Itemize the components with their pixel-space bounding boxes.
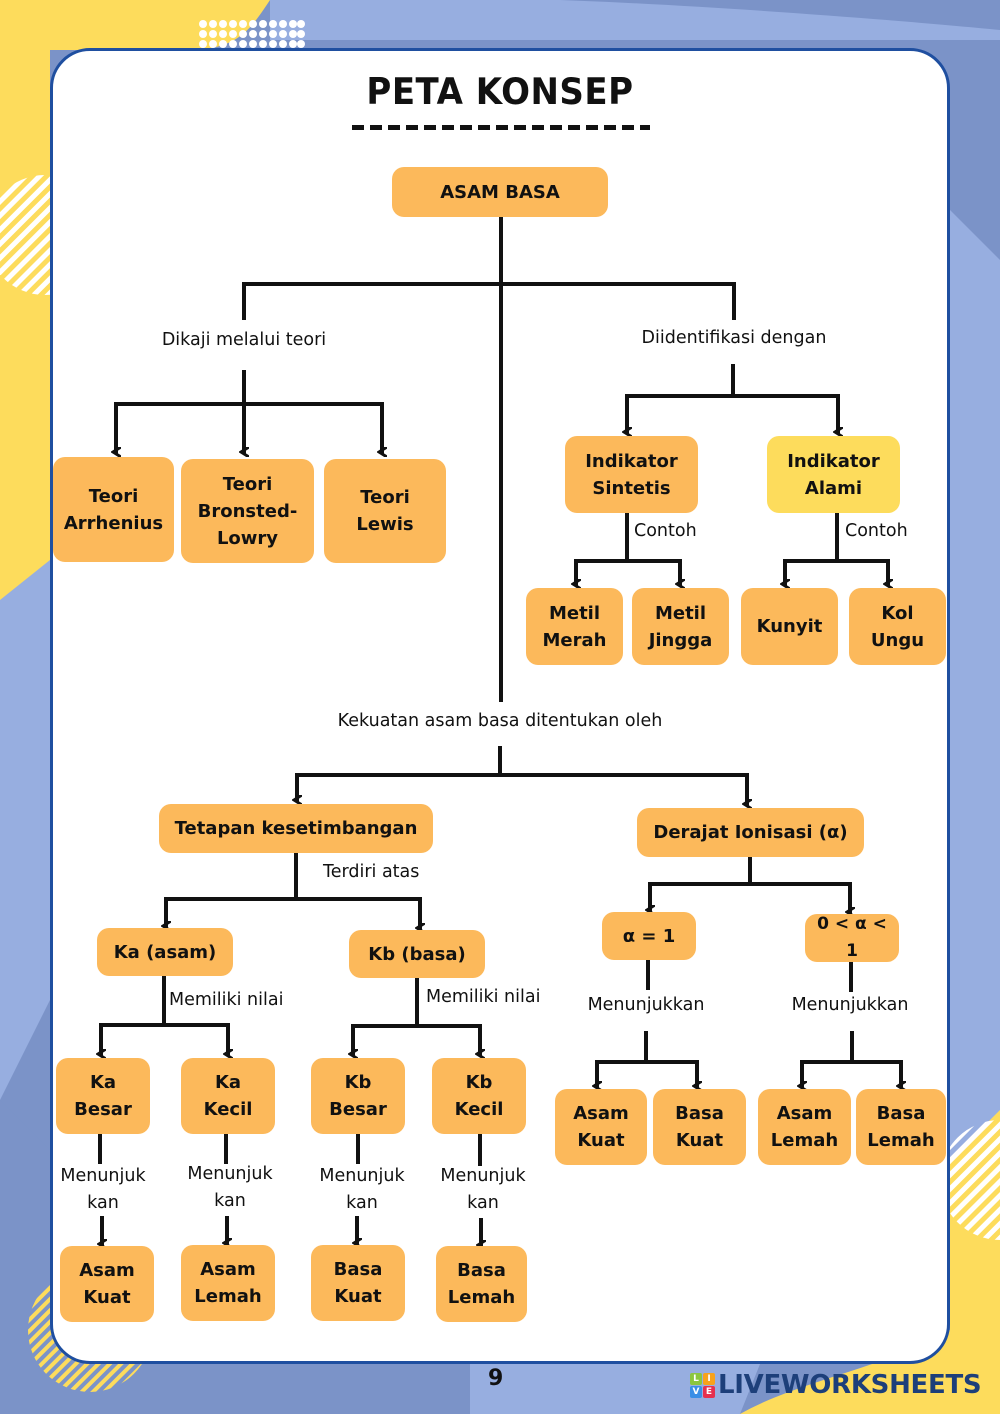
connector: [595, 1060, 699, 1080]
connector: [351, 1024, 482, 1044]
node-kb-kecil: Kb Kecil: [432, 1058, 526, 1134]
label-memiliki-nilai-kb: Memiliki nilai: [426, 987, 541, 1007]
node-ka-kecil: Ka Kecil: [181, 1058, 275, 1134]
connector: [800, 1060, 903, 1080]
node-basa-lemah-alpha: Basa Lemah: [856, 1089, 946, 1165]
node-teori-arrhenius: Teori Arrhenius: [53, 457, 174, 562]
label-contoh-alami: Contoh: [845, 521, 908, 541]
label-menunjukkan-kb-besar: Menunjuk kan: [319, 1166, 405, 1213]
brand-name: LIVEWORKSHEETS: [718, 1370, 982, 1400]
node-indikator-sintetis: Indikator Sintetis: [565, 436, 698, 513]
node-basa-kuat-alpha: Basa Kuat: [653, 1089, 746, 1165]
label-dikaji-melalui-teori: Dikaji melalui teori: [161, 330, 327, 350]
connector: [242, 282, 736, 320]
label-menunjukkan-alpha-partial: Menunjukkan: [791, 995, 909, 1015]
node-ka-asam: Ka (asam): [97, 928, 233, 976]
live-logo-icon: L I V E: [690, 1372, 715, 1398]
connector: [114, 402, 384, 450]
node-alpha-equals-one: α = 1: [602, 912, 696, 960]
node-asam-lemah-ka: Asam Lemah: [181, 1245, 275, 1321]
node-derajat-ionisasi: Derajat Ionisasi (α): [637, 808, 864, 857]
node-asam-basa: ASAM BASA: [392, 167, 608, 217]
label-kekuatan-asam-basa: Kekuatan asam basa ditentukan oleh: [337, 711, 663, 731]
label-terdiri-atas: Terdiri atas: [323, 862, 420, 882]
node-asam-lemah-alpha: Asam Lemah: [758, 1089, 851, 1165]
page-number: 9: [488, 1366, 504, 1391]
node-asam-kuat-ka: Asam Kuat: [60, 1246, 154, 1322]
node-metil-jingga: Metil Jingga: [632, 588, 729, 665]
page-title: PETA KONSEP: [366, 70, 634, 114]
node-kol-ungu: Kol Ungu: [849, 588, 946, 665]
logo-letter: E: [703, 1385, 715, 1398]
logo-letter: L: [690, 1372, 702, 1385]
label-diidentifikasi-dengan: Diidentifikasi dengan: [641, 328, 827, 348]
node-kb-besar: Kb Besar: [311, 1058, 405, 1134]
label-menunjukkan-alpha-one: Menunjukkan: [587, 995, 705, 1015]
node-kunyit: Kunyit: [741, 588, 838, 665]
node-teori-bronsted-lowry: Teori Bronsted- Lowry: [181, 459, 314, 563]
liveworksheets-logo: L I V E LIVEWORKSHEETS: [690, 1370, 982, 1400]
label-contoh-sintetis: Contoh: [634, 521, 697, 541]
connector: [295, 773, 749, 797]
connector: [164, 897, 422, 917]
node-teori-lewis: Teori Lewis: [324, 459, 446, 563]
logo-letter: V: [690, 1385, 702, 1398]
connector: [99, 1023, 230, 1044]
node-asam-kuat-alpha: Asam Kuat: [555, 1089, 647, 1165]
node-kb-basa: Kb (basa): [349, 930, 485, 978]
node-indikator-alami: Indikator Alami: [767, 436, 900, 513]
node-alpha-between-zero-one: 0 < α < 1: [805, 914, 899, 962]
connector: [625, 394, 840, 427]
node-basa-lemah-kb: Basa Lemah: [436, 1246, 527, 1322]
logo-letter: I: [703, 1372, 715, 1385]
label-menunjukkan-kb-kecil: Menunjuk kan: [440, 1166, 526, 1213]
label-memiliki-nilai-ka: Memiliki nilai: [169, 990, 284, 1010]
node-ka-besar: Ka Besar: [56, 1058, 150, 1134]
node-tetapan-kesetimbangan: Tetapan kesetimbangan: [159, 804, 433, 853]
title-underline: [352, 125, 650, 130]
connector: [574, 559, 682, 580]
node-basa-kuat-kb: Basa Kuat: [311, 1245, 405, 1321]
connector: [783, 559, 890, 580]
node-metil-merah: Metil Merah: [526, 588, 623, 665]
label-menunjukkan-ka-besar: Menunjuk kan: [60, 1166, 146, 1213]
connector: [648, 882, 852, 902]
label-menunjukkan-ka-kecil: Menunjuk kan: [187, 1164, 273, 1211]
